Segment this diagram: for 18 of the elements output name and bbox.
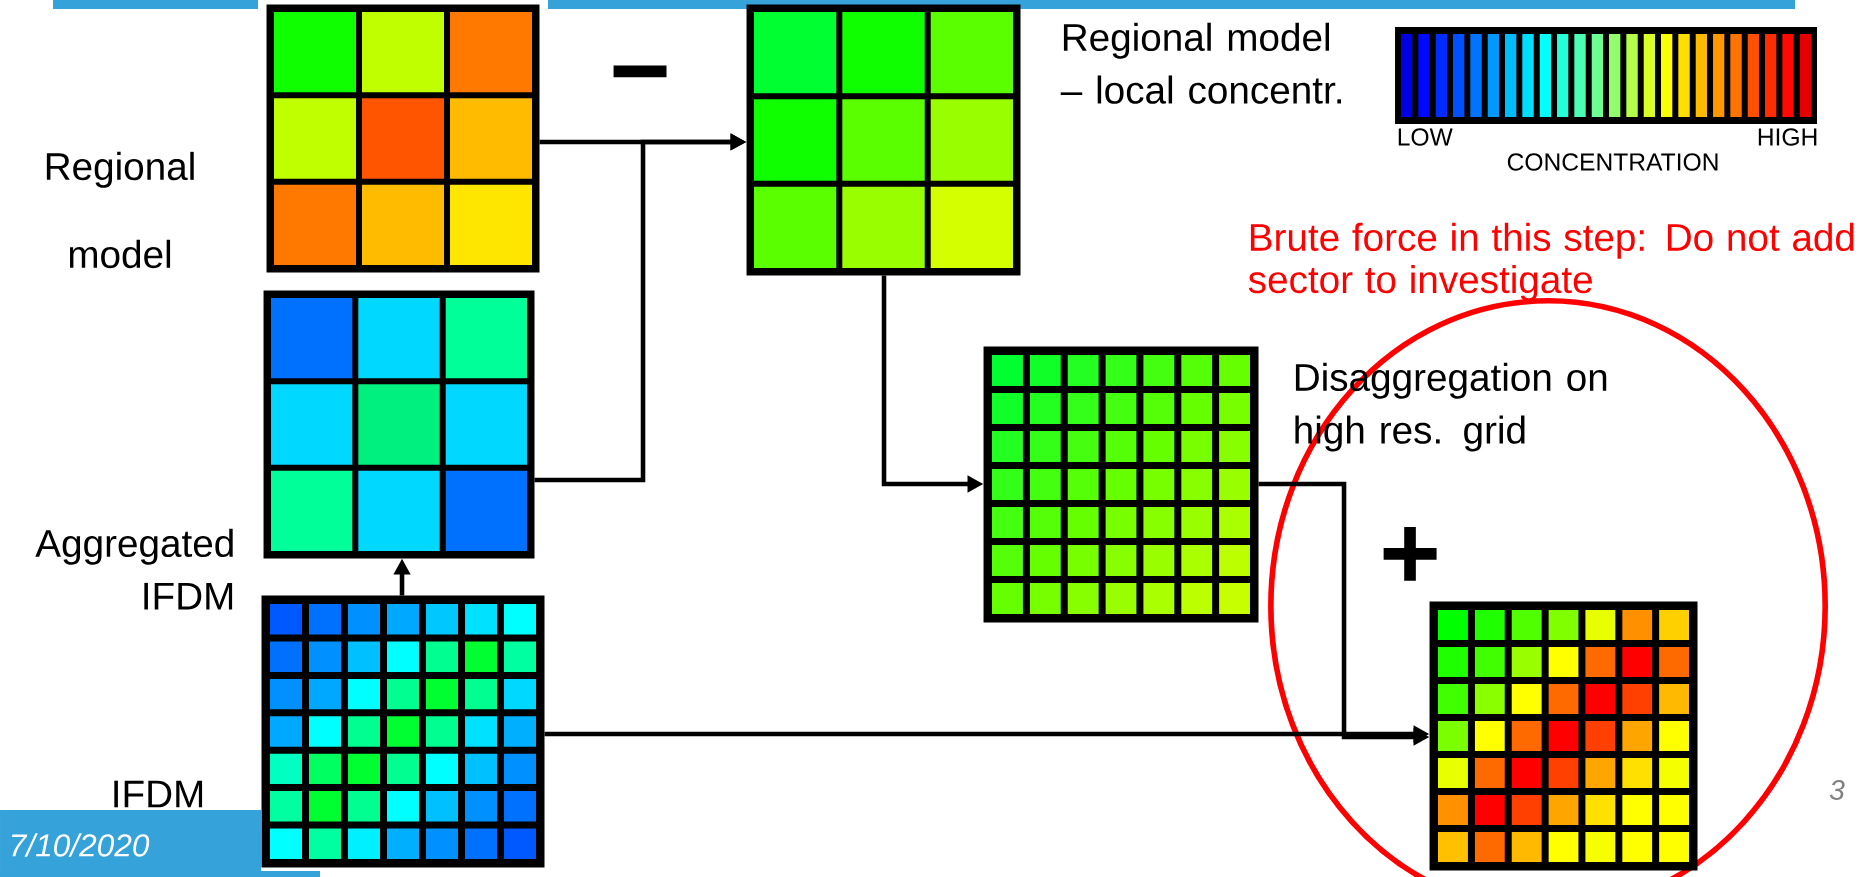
scale-title: CONCENTRATION bbox=[1507, 153, 1718, 171]
color-grid bbox=[1429, 601, 1698, 871]
operator-sign: − bbox=[613, 65, 667, 78]
note-text: Brute force in this step: Do not add sector to investigate bbox=[1248, 222, 1854, 301]
page-number: 3 bbox=[1829, 780, 1845, 800]
scale-label: LOW bbox=[1398, 128, 1453, 146]
scale-label: HIGH bbox=[1758, 128, 1817, 146]
operator-sign: + bbox=[1383, 527, 1437, 581]
color-grid bbox=[746, 4, 1021, 276]
color-grid bbox=[266, 4, 540, 273]
side-label: Regional model – local concentr. bbox=[1060, 22, 1341, 104]
side-label: Regional model bbox=[46, 151, 194, 269]
color-grid bbox=[263, 290, 535, 559]
color-grid bbox=[261, 595, 545, 868]
side-label: IFDM bbox=[114, 780, 203, 808]
color-grid bbox=[983, 346, 1259, 623]
footer-band: 7/10/2020 bbox=[0, 810, 320, 877]
side-label: Aggregated IFDM bbox=[35, 528, 233, 610]
